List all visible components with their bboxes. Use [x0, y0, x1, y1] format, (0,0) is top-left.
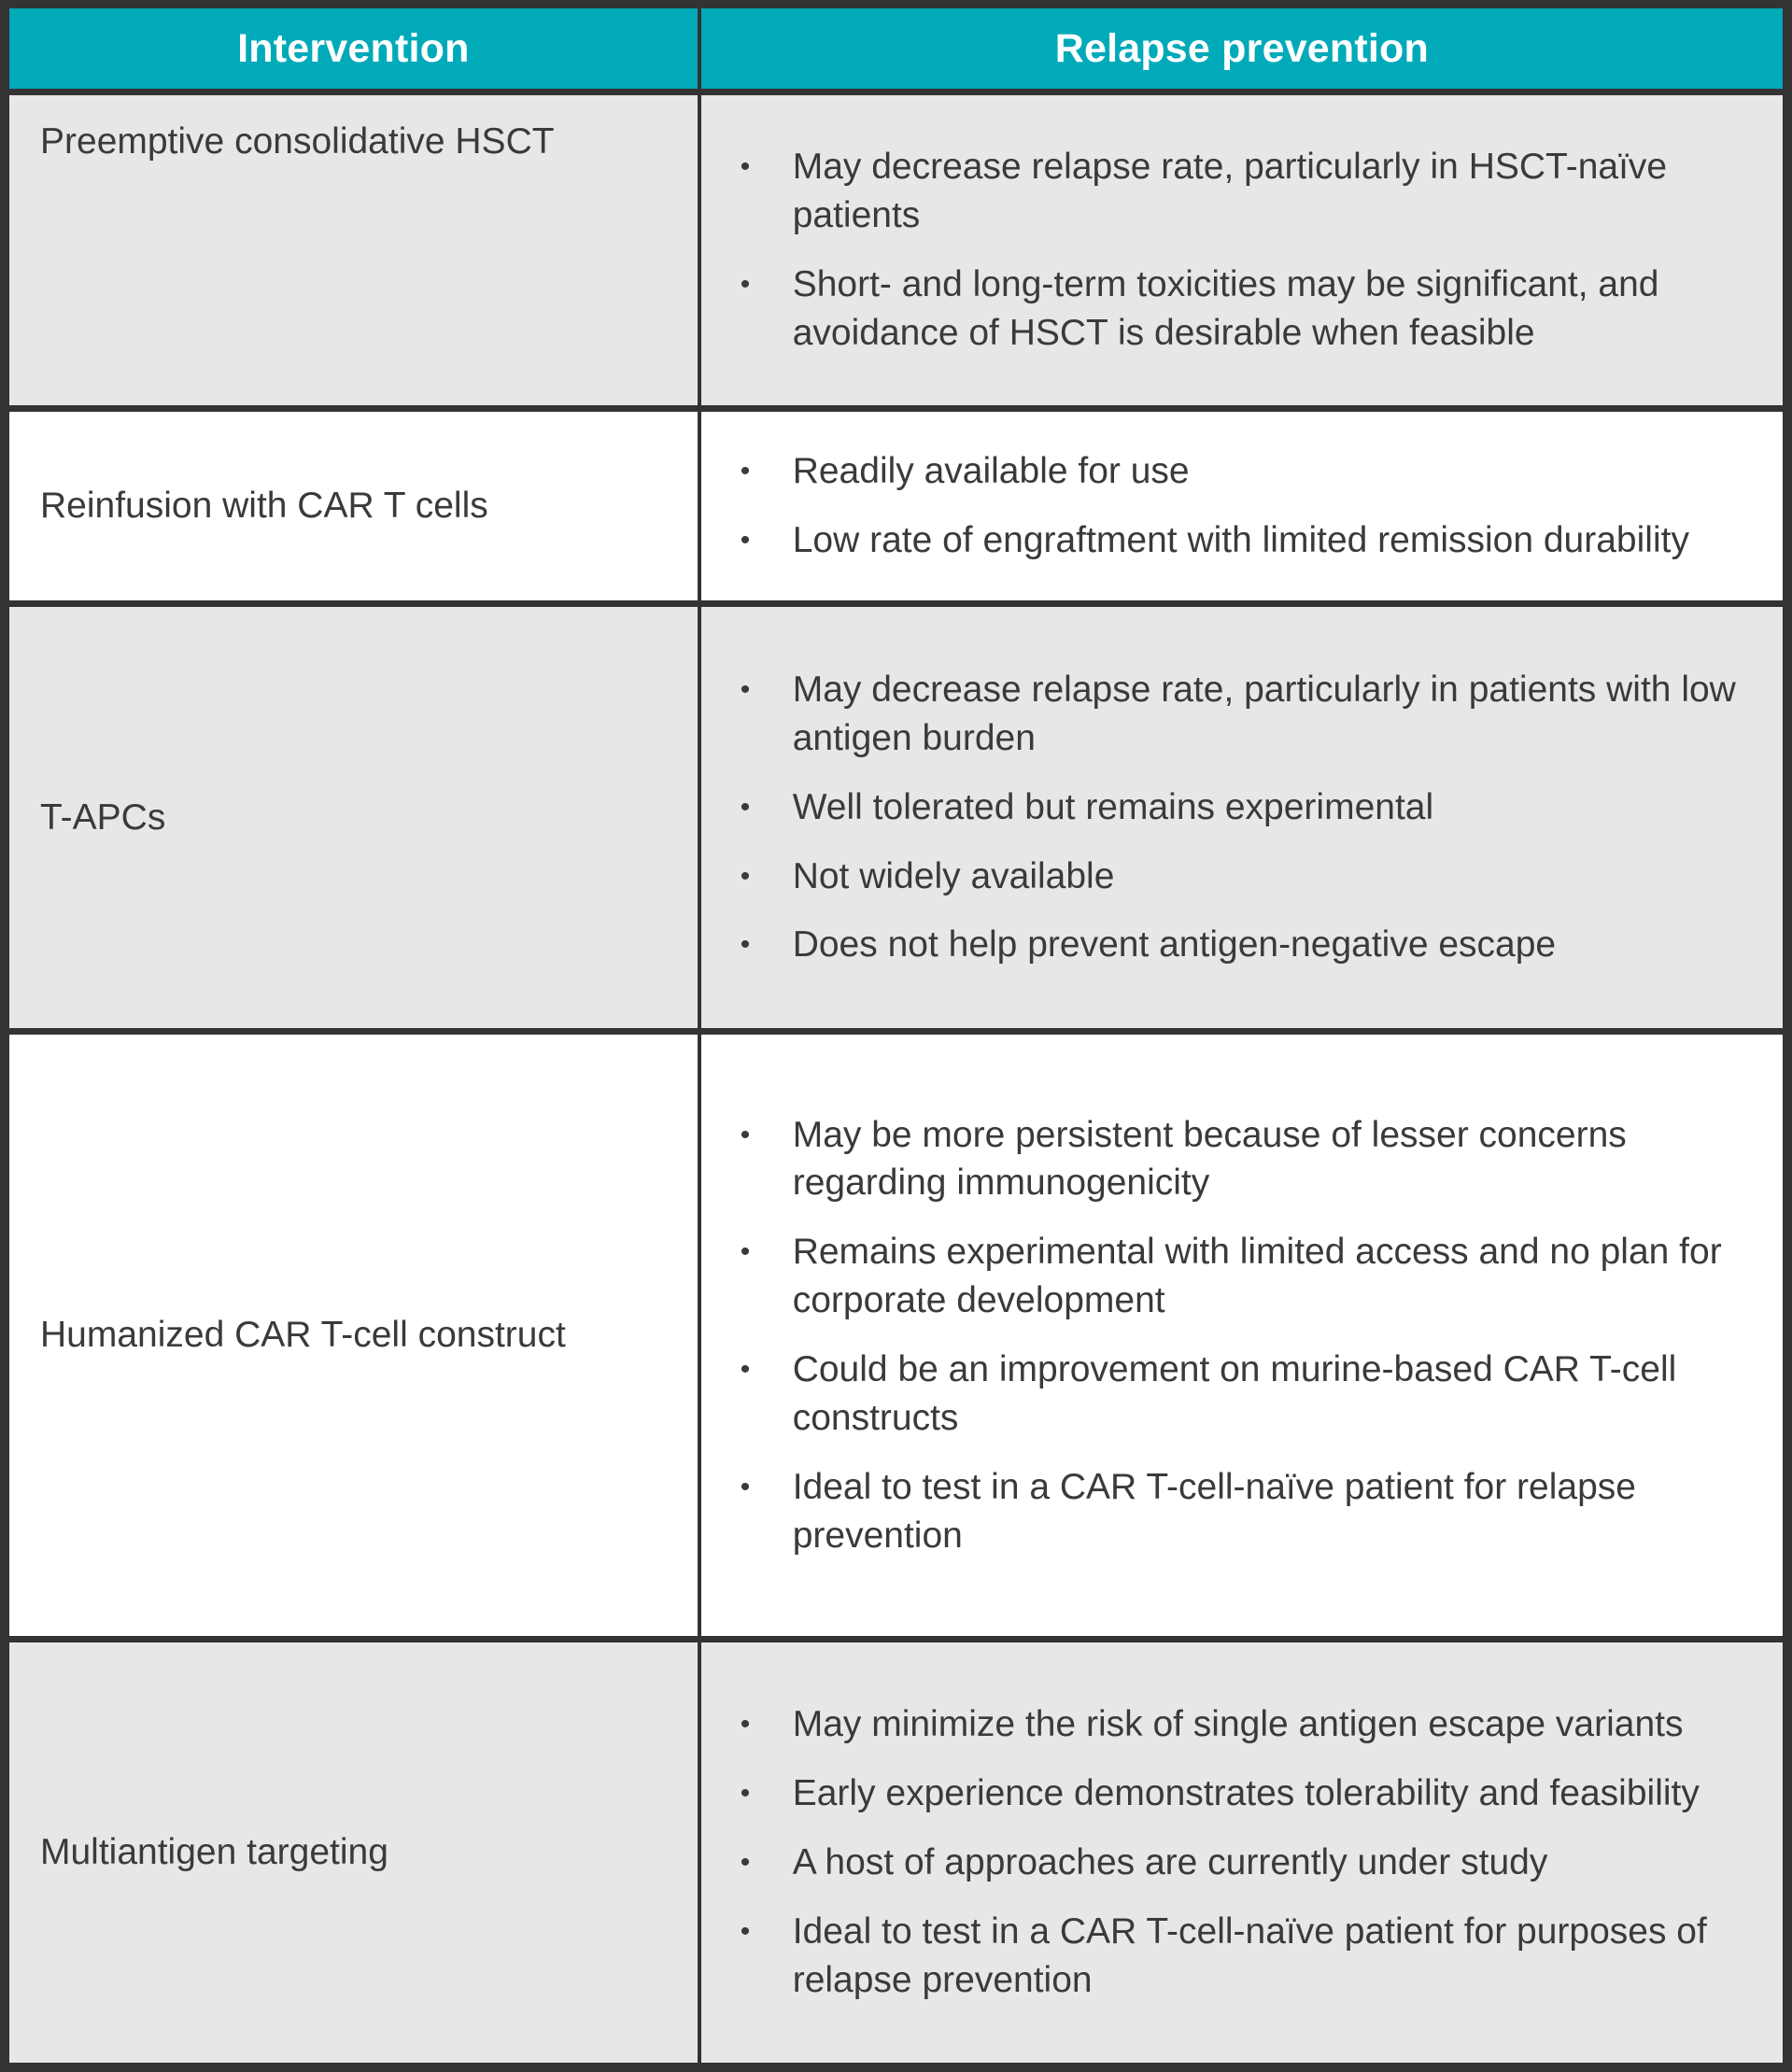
list-item: • Ideal to test in a CAR T-cell-naïve pat…	[735, 1908, 1762, 2005]
list-item-text: May decrease relapse rate, particularly …	[792, 670, 1736, 758]
table-row: Preemptive consolidative HSCT • May decre…	[9, 89, 1783, 409]
relapse-prevention-cell: • May decrease relapse rate, particularly…	[698, 89, 1783, 409]
list-item: • Ideal to test in a CAR T-cell-naïve pat…	[735, 1463, 1762, 1560]
intervention-label: Humanized CAR T-cell construct	[9, 1028, 701, 1640]
table-row: Multiantigen targeting • May minimize the…	[9, 1636, 1783, 2063]
intervention-label: T-APCs	[9, 600, 701, 1032]
list-item-text: Remains experimental with limited access…	[792, 1232, 1722, 1321]
list-item-text: Ideal to test in a CAR T-cell-naïve pati…	[792, 1910, 1707, 2000]
relapse-prevention-cell: • May minimize the risk of single antigen…	[698, 1636, 1783, 2063]
bullet-icon: •	[740, 1119, 751, 1150]
list-item-text: Readily available for use	[792, 451, 1190, 492]
list-item-text: Could be an improvement on murine-based …	[792, 1349, 1677, 1438]
list-item-text: A host of approaches are currently under…	[792, 1842, 1548, 1883]
bullet-icon: •	[740, 456, 751, 487]
relapse-prevention-cell: • May decrease relapse rate, particularly…	[698, 600, 1783, 1032]
bullet-icon: •	[740, 151, 751, 183]
bullet-list: • May decrease relapse rate, particularly…	[735, 143, 1762, 357]
bullet-list: • May minimize the risk of single antigen…	[735, 1700, 1762, 2004]
bullet-icon: •	[740, 524, 751, 556]
list-item: • Early experience demonstrates tolerabil…	[735, 1769, 1762, 1818]
table-row: T-APCs • May decrease relapse rate, parti…	[9, 600, 1783, 1032]
bullet-list: • May be more persistent because of lesse…	[735, 1111, 1762, 1560]
list-item-text: May minimize the risk of single antigen …	[792, 1704, 1684, 1745]
list-item-text: Short- and long-term toxicities may be s…	[792, 263, 1659, 353]
intervention-label: Preemptive consolidative HSCT	[9, 89, 701, 409]
intervention-label: Reinfusion with CAR T cells	[9, 404, 701, 604]
relapse-prevention-cell: • Readily available for use • Low rate of …	[698, 404, 1783, 604]
list-item-text: May decrease relapse rate, particularly …	[792, 147, 1668, 235]
bullet-icon: •	[740, 929, 751, 961]
list-item: • Does not help prevent antigen-negative …	[735, 921, 1762, 969]
bullet-icon: •	[740, 268, 751, 300]
list-item-text: Early experience demonstrates tolerabili…	[792, 1773, 1700, 1814]
list-item: • May decrease relapse rate, particularly…	[735, 143, 1762, 240]
table-row: Humanized CAR T-cell construct • May be m…	[9, 1028, 1783, 1640]
bullet-list: • Readily available for use • Low rate of …	[735, 447, 1762, 565]
list-item: • Not widely available	[735, 853, 1762, 901]
table-header: Intervention Relapse prevention	[9, 8, 1783, 92]
list-item: • Remains experimental with limited acces…	[735, 1228, 1762, 1325]
list-item-text: Does not help prevent antigen-negative e…	[792, 924, 1557, 966]
bullet-list: • May decrease relapse rate, particularly…	[735, 666, 1762, 969]
list-item: • Well tolerated but remains experimental	[735, 783, 1762, 832]
relapse-prevention-cell: • May be more persistent because of lesse…	[698, 1028, 1783, 1640]
list-item-text: Well tolerated but remains experimental	[792, 786, 1434, 827]
list-item: • Short- and long-term toxicities may be …	[735, 261, 1762, 358]
bullet-icon: •	[740, 791, 751, 823]
list-item: • May decrease relapse rate, particularly…	[735, 666, 1762, 763]
list-item-text: Not widely available	[792, 855, 1115, 896]
intervention-label: Multiantigen targeting	[9, 1636, 701, 2063]
header-row: Intervention Relapse prevention	[9, 8, 1783, 92]
bullet-icon: •	[740, 1709, 751, 1741]
bullet-icon: •	[740, 1236, 751, 1268]
list-item: • Could be an improvement on murine-based…	[735, 1346, 1762, 1443]
list-item-text: Low rate of engraftment with limited rem…	[792, 519, 1689, 560]
list-item: • A host of approaches are currently unde…	[735, 1839, 1762, 1887]
column-header-intervention: Intervention	[9, 8, 701, 92]
bullet-icon: •	[740, 1915, 751, 1947]
list-item-text: Ideal to test in a CAR T-cell-naïve pati…	[792, 1466, 1636, 1556]
bullet-icon: •	[740, 860, 751, 892]
bullet-icon: •	[740, 1354, 751, 1386]
list-item-text: May be more persistent because of lesser…	[792, 1114, 1627, 1204]
list-item: • May minimize the risk of single antigen…	[735, 1700, 1762, 1749]
bullet-icon: •	[740, 674, 751, 705]
list-item: • Low rate of engraftment with limited re…	[735, 516, 1762, 565]
bullet-icon: •	[740, 1847, 751, 1879]
bullet-icon: •	[740, 1471, 751, 1502]
list-item: • May be more persistent because of lesse…	[735, 1111, 1762, 1208]
list-item: • Readily available for use	[735, 447, 1762, 496]
table-row: Reinfusion with CAR T cells • Readily ava…	[9, 404, 1783, 604]
column-header-relapse-prevention: Relapse prevention	[698, 8, 1783, 92]
bullet-icon: •	[740, 1778, 751, 1810]
table-body: Preemptive consolidative HSCT • May decre…	[9, 89, 1783, 2063]
interventions-table: Intervention Relapse prevention Preempti…	[9, 8, 1783, 2063]
